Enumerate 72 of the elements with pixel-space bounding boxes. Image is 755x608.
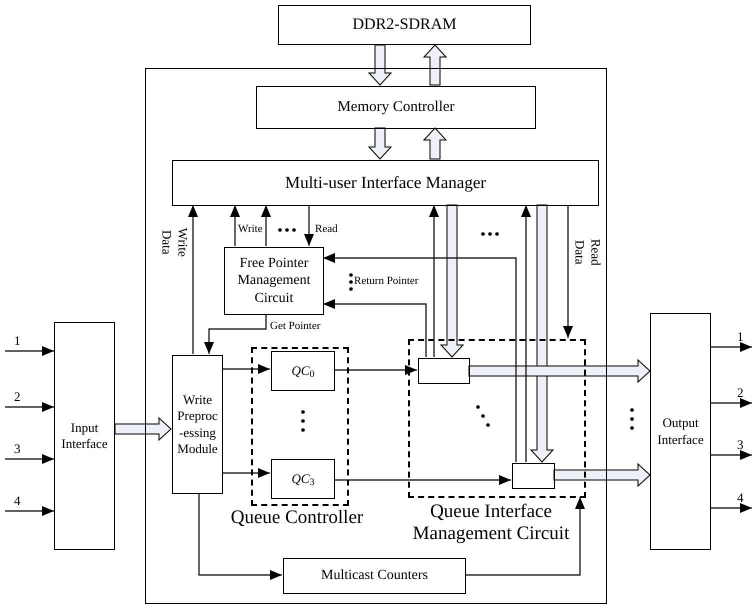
- arrow: [5, 454, 54, 464]
- process-box: [54, 322, 115, 550]
- process-box: [271, 351, 335, 391]
- node-label: Multi-user Interface Manager: [284, 172, 488, 194]
- node-label: Multicast Counters: [320, 567, 429, 585]
- process-box: [256, 86, 536, 129]
- arrow: [334, 475, 511, 485]
- chip-boundary: [145, 68, 607, 604]
- wide-arrow: [468, 358, 651, 384]
- arrow: [5, 506, 54, 516]
- wide-arrow: [554, 462, 651, 488]
- group-label: Queue Interface Management Circuit: [412, 501, 570, 545]
- edge-label: Read Data: [571, 238, 604, 268]
- node-label: Output Interface: [656, 415, 705, 448]
- node-label: QC$_{3}$: [290, 470, 316, 488]
- arrow: [198, 493, 282, 580]
- edge-label: Write: [238, 223, 264, 237]
- edge-label: Read: [315, 223, 339, 237]
- process-box: [650, 313, 711, 550]
- wide-arrow: [440, 204, 464, 358]
- wide-arrow: [368, 128, 392, 160]
- arrow: [711, 342, 752, 352]
- edge-label: 4: [14, 493, 22, 510]
- process-box: [224, 247, 324, 315]
- edge-label: Return Pointer: [354, 275, 420, 289]
- process-box: [172, 160, 599, 206]
- buffer-box: [418, 358, 470, 384]
- arrow: [521, 205, 531, 462]
- edge-label: 1: [14, 333, 22, 350]
- arrow: [261, 205, 271, 246]
- arrow: [188, 205, 198, 354]
- process-box: [271, 459, 335, 499]
- buffer-box: [512, 463, 555, 489]
- wide-arrow: [368, 44, 392, 86]
- arrow: [334, 365, 417, 375]
- arrow: [711, 450, 752, 460]
- node-label: Write Preproc -essing Module: [176, 392, 219, 457]
- edge-label: 3: [14, 441, 22, 458]
- arrow: [222, 364, 270, 374]
- arrow: [429, 205, 439, 357]
- arrow: [323, 253, 517, 462]
- edge-label: 2: [14, 389, 22, 406]
- edge-label: 1: [737, 329, 744, 346]
- arrow: [222, 468, 270, 478]
- group-label: Queue Controller: [230, 507, 364, 529]
- arrow: [465, 497, 585, 576]
- wide-arrow: [422, 44, 448, 86]
- arrow: [5, 346, 54, 356]
- node-label: DDR2-SDRAM: [351, 15, 458, 35]
- arrow: [711, 398, 752, 408]
- edge-label: 4: [737, 490, 744, 506]
- arrow: [323, 299, 427, 357]
- arrow: [230, 205, 240, 246]
- process-box: [283, 558, 466, 594]
- wide-arrow: [422, 127, 448, 160]
- arrow: [5, 402, 54, 412]
- edge-label: Get Pointer: [270, 320, 322, 334]
- wide-arrow: [114, 416, 172, 442]
- process-box: [278, 5, 531, 45]
- node-label: Memory Controller: [336, 98, 456, 117]
- node-label: Free Pointer Management Circuit: [236, 254, 312, 308]
- arrow: [204, 314, 267, 354]
- arrow: [304, 205, 314, 246]
- edge-label: Write Data: [158, 226, 190, 259]
- node-label: QC$_{0}$: [290, 362, 316, 380]
- edge-label: 3: [737, 437, 744, 454]
- arrow: [563, 205, 573, 338]
- arrow: [711, 503, 752, 513]
- edge-label: 2: [737, 385, 744, 402]
- process-box: [172, 355, 223, 494]
- node-label: Input Interface: [60, 420, 109, 452]
- wide-arrow: [530, 204, 554, 463]
